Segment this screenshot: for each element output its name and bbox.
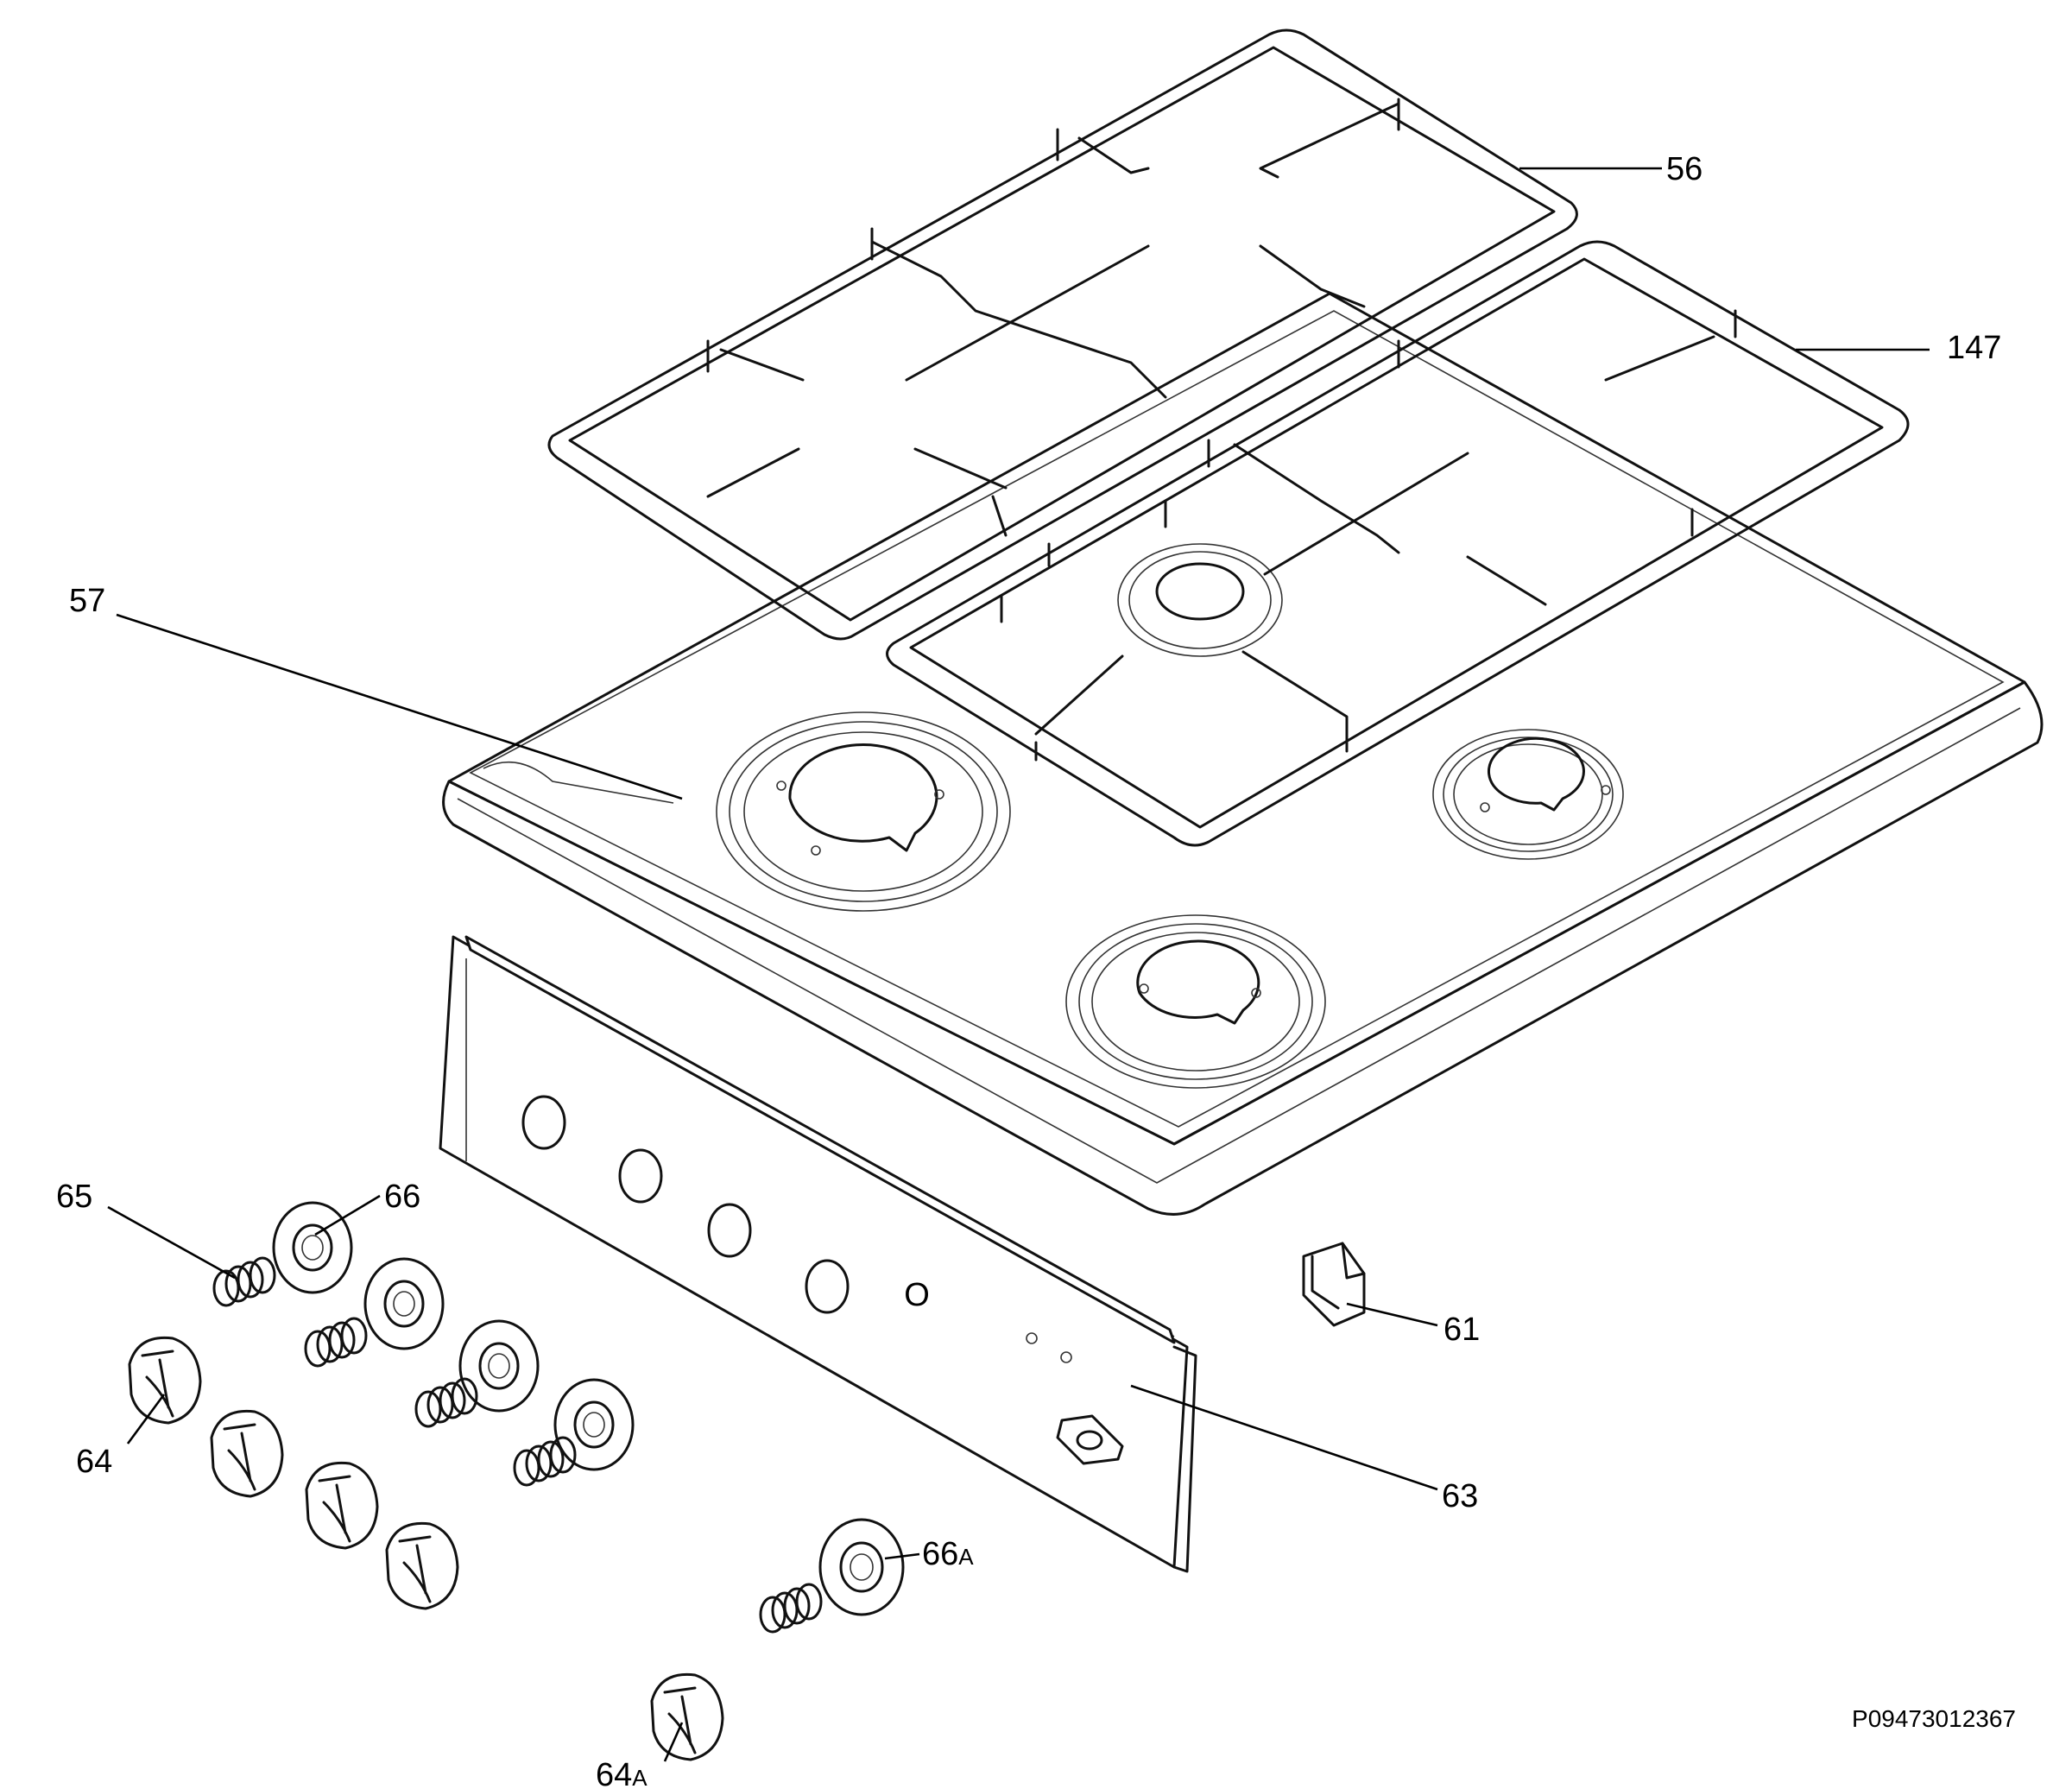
label-64a: 64A [596,1757,648,1789]
callout-labels: 56 147 57 63 61 65 66 64 66A 64A [56,151,2001,1789]
leader-63 [1130,1384,1438,1491]
knob-hole-2 [618,1148,663,1204]
leader-66a [884,1552,920,1560]
leader-66 [314,1194,381,1236]
burner-recess-front-left [716,711,1011,912]
control-knob-a [650,1672,724,1761]
spring-2 [304,1317,368,1368]
label-66: 66 [384,1179,420,1215]
leader-64 [126,1394,166,1444]
leader-57 [116,613,683,800]
spring-4 [513,1436,577,1487]
knob-hole-4 [805,1259,850,1314]
knob-ring-4 [553,1378,635,1471]
spring-3 [414,1377,478,1428]
knob-ring-a [818,1518,905,1616]
knob-ring-3 [458,1319,540,1413]
pan-support-grid-left [547,28,1578,641]
drawing-reference-code: P09473012367 [1852,1705,2016,1732]
ignition-button-mount [1056,1414,1124,1465]
label-147: 147 [1947,330,2001,366]
control-knob-4 [385,1521,459,1610]
control-knob-2 [210,1409,284,1498]
control-knob-3 [305,1461,379,1550]
spring-1 [212,1256,276,1307]
label-66a: 66A [922,1536,974,1572]
leader-65 [107,1205,236,1280]
hob-top-panel [442,292,2044,1216]
ignition-screw-hole-2 [1060,1351,1072,1363]
knob-hole-1 [521,1095,566,1150]
leader-61 [1346,1302,1438,1327]
label-56: 56 [1666,151,1702,187]
spring-a [759,1583,823,1634]
pan-support-grid-right [886,240,1910,847]
leader-lines [107,167,1930,1762]
knob-ring-1 [272,1201,353,1294]
control-panel-fascia: O [439,935,1197,1573]
label-63: 63 [1442,1478,1478,1514]
fixing-bracket [1302,1242,1366,1327]
control-knob-1 [128,1336,202,1425]
ignition-screw-hole-1 [1026,1332,1038,1344]
label-64: 64 [76,1444,112,1480]
burner-recess-right [1432,729,1624,860]
label-57: 57 [69,583,105,619]
leader-64a [663,1722,684,1762]
burner-recess-front-center [1065,914,1326,1089]
burner-recess-back-center [1117,543,1283,657]
label-65: 65 [56,1179,92,1215]
panel-mark: O [904,1277,930,1313]
label-61: 61 [1443,1312,1480,1348]
knob-ring-2 [363,1257,445,1350]
knob-hole-3 [707,1203,752,1258]
